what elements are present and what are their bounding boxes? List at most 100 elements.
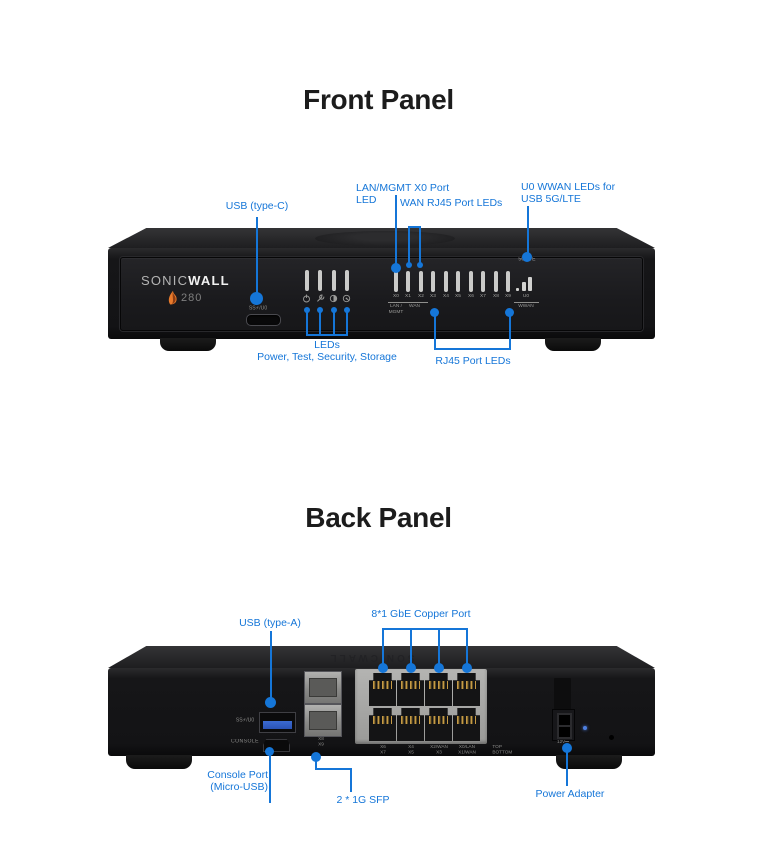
leds-bracket-line-4 <box>346 310 348 336</box>
rj45-port-x4 <box>397 673 424 706</box>
x8-led <box>494 271 498 292</box>
callout-sfp: 2 * 1G SFP <box>336 794 390 806</box>
back-usb-port-label: SS⚡/U0 <box>235 717 255 723</box>
front-device-top-recess <box>315 231 455 246</box>
rj45-pins <box>401 681 420 689</box>
lan-mgmt-callout-dot <box>391 263 401 273</box>
row-note-top-bottom: TOP BOTTOM <box>492 745 523 755</box>
x4-led <box>444 271 448 292</box>
u0-label: U0 <box>522 294 530 299</box>
rj45-bracket-bottom <box>434 348 511 350</box>
callout-rj45-port-leds: RJ45 Port LEDs <box>435 355 511 367</box>
power-connector-top <box>554 678 571 711</box>
brand-light-text: SONIC <box>141 273 189 288</box>
usb-c-callout-dot <box>250 292 263 305</box>
back-device-foot-right <box>556 755 622 769</box>
wwan-group-line <box>513 302 539 303</box>
sonicwall-logo: SONICWALL <box>141 273 230 288</box>
rj45-port-x3 <box>425 708 452 741</box>
sfp-cage-top <box>304 671 342 704</box>
x9-led <box>506 271 510 292</box>
wwan-callout-dot <box>522 252 532 262</box>
callout-gbe-copper-port: 8*1 GbE Copper Port <box>371 608 471 620</box>
sfp-label-x9: X9 <box>318 742 324 747</box>
x6-label: X6 <box>468 294 474 299</box>
console-callout-line <box>269 750 271 803</box>
row-note-top: TOP <box>492 745 502 750</box>
wan-bracket-right <box>419 226 421 264</box>
x7-label: X7 <box>480 294 486 299</box>
callout-lan-mgmt-line1: LAN/MGMT X0 Port <box>356 182 450 194</box>
rj45-pins <box>457 681 476 689</box>
gbe-bracket-line-1 <box>382 628 384 666</box>
sfp-cage-bottom <box>304 704 342 737</box>
power-pin-hole-2 <box>557 725 572 739</box>
reset-pinhole <box>609 735 614 740</box>
front-device-foot-right <box>545 338 601 351</box>
rj45-port-x5 <box>397 708 424 741</box>
storage-led-icon <box>342 294 351 303</box>
storage-led <box>345 270 349 291</box>
rj45-bracket-right <box>509 312 511 350</box>
callout-console-line1: Console Port <box>207 769 268 781</box>
leds-bracket-line-2 <box>319 310 321 336</box>
sfp-label-x8: X8 <box>318 737 324 742</box>
x3-label: X3 <box>430 294 436 299</box>
wwan-signal-icon <box>516 288 519 291</box>
x3-led <box>431 271 435 292</box>
label-x7: X7 <box>380 750 386 755</box>
wan-bracket-left <box>408 226 410 264</box>
model-badge: 280 <box>167 290 202 305</box>
x4-label: X4 <box>443 294 449 299</box>
test-led <box>318 270 322 291</box>
wwan-signal-bar-3 <box>528 277 532 291</box>
x6-led <box>469 271 473 292</box>
label-x1-wan: X1/WAN <box>458 750 476 755</box>
lan-group-line <box>388 302 404 303</box>
x9-label: X9 <box>505 294 511 299</box>
rj45-bracket-left <box>434 312 436 350</box>
flame-logo-icon <box>168 290 177 305</box>
x0-led <box>394 271 398 292</box>
callout-wwan-line2: USB 5G/LTE <box>521 193 581 205</box>
gbe-bracket-top <box>382 628 468 630</box>
lan-mgmt-callout-line <box>395 195 397 265</box>
callout-usb-type-c: USB (type-C) <box>225 200 289 212</box>
power-12v-label: 12V⎓ <box>556 740 570 745</box>
model-number: 280 <box>181 291 203 304</box>
callout-wan-rj45-leds: WAN RJ45 Port LEDs <box>400 197 503 209</box>
callout-wwan-line1: U0 WWAN LEDs for <box>521 181 616 193</box>
callout-lan-mgmt-x0: LAN/MGMT X0 Port LED <box>356 182 449 206</box>
x8-label: X8 <box>493 294 499 299</box>
rj45-pins <box>373 716 392 724</box>
rj45-port-x7 <box>369 708 396 741</box>
gbe-callout-dot-3 <box>434 663 444 673</box>
leds-bracket-bottom <box>306 334 348 336</box>
sfp-labels: X8 X9 <box>309 737 332 747</box>
callout-lan-mgmt-line2: LED <box>356 194 377 206</box>
security-led-icon <box>329 294 338 303</box>
rj45-pins <box>429 681 448 689</box>
usb-a-tongue <box>263 721 292 729</box>
wwan-callout-line <box>527 206 529 254</box>
back-panel-title: Back Panel <box>305 502 452 533</box>
usb-a-port <box>259 712 296 733</box>
sfp-callout-line-v1 <box>315 757 317 770</box>
power-callout-line <box>566 747 568 786</box>
back-device-foot-left <box>126 755 192 769</box>
rj45-pins <box>401 716 420 724</box>
usb-a-callout-dot <box>265 697 276 708</box>
wan-callout-dot-x1 <box>406 262 412 268</box>
wan-group-text: WAN <box>408 304 421 309</box>
wan-group-line <box>401 302 428 303</box>
sfp-slot-top <box>309 678 337 697</box>
sfp-callout-line-h <box>315 768 352 770</box>
leds-bracket-line-3 <box>333 310 335 336</box>
callout-leds-desc: Power, Test, Security, Storage <box>257 351 397 363</box>
x2-label: X2 <box>418 294 424 299</box>
front-device-foot-left <box>160 338 216 351</box>
gbe-bracket-line-4 <box>466 628 468 666</box>
security-led <box>332 270 336 291</box>
x0-label: X0 <box>393 294 399 299</box>
callout-usb-type-a: USB (type-A) <box>239 617 301 629</box>
